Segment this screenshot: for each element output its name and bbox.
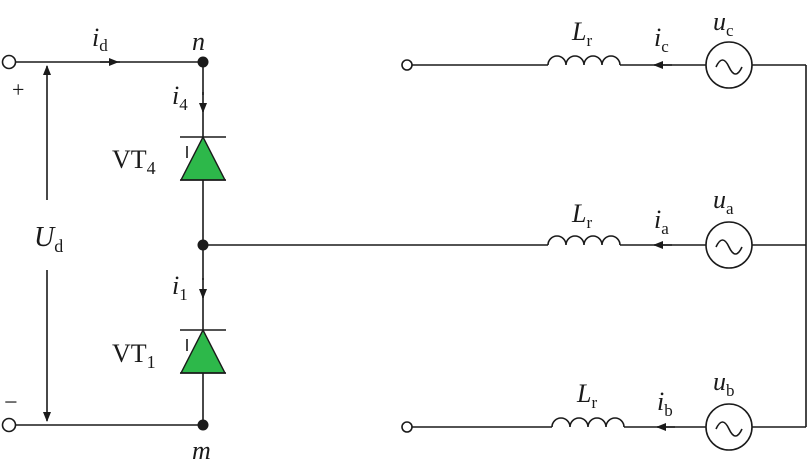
label-ua: ua <box>713 185 734 218</box>
source-ua <box>705 221 753 269</box>
label-lr-mid: Lr <box>571 199 592 232</box>
terminal-b-left <box>401 421 413 433</box>
label-ud: Ud <box>34 222 63 256</box>
plus-terminal <box>1 54 17 70</box>
node-n-label: n <box>192 27 205 56</box>
plus-sign: + <box>12 77 24 102</box>
source-uc <box>705 41 753 89</box>
label-id: id <box>92 23 108 55</box>
label-lr-top: Lr <box>571 17 592 50</box>
label-uc: uc <box>713 7 734 40</box>
inductor-top <box>547 55 621 66</box>
label-ub: ub <box>713 367 735 400</box>
terminal-c-left <box>401 59 413 71</box>
node-m-label: m <box>192 436 211 465</box>
label-vt4: VT4 <box>112 145 156 178</box>
minus-sign: − <box>4 390 18 416</box>
label-i4: i4 <box>172 81 188 114</box>
label-i1: i1 <box>172 271 188 304</box>
label-ib: ib <box>657 387 673 420</box>
label-ic: ic <box>654 23 669 56</box>
inductor-bottom <box>551 417 625 428</box>
label-vt1: VT1 <box>112 339 156 372</box>
thyristor-vt1 <box>179 328 227 374</box>
label-lr-bottom: Lr <box>576 379 597 412</box>
source-ub <box>705 403 753 451</box>
inductor-mid <box>547 235 621 246</box>
minus-terminal <box>1 417 17 433</box>
thyristor-vt4 <box>179 135 227 181</box>
label-ia: ia <box>654 205 669 238</box>
